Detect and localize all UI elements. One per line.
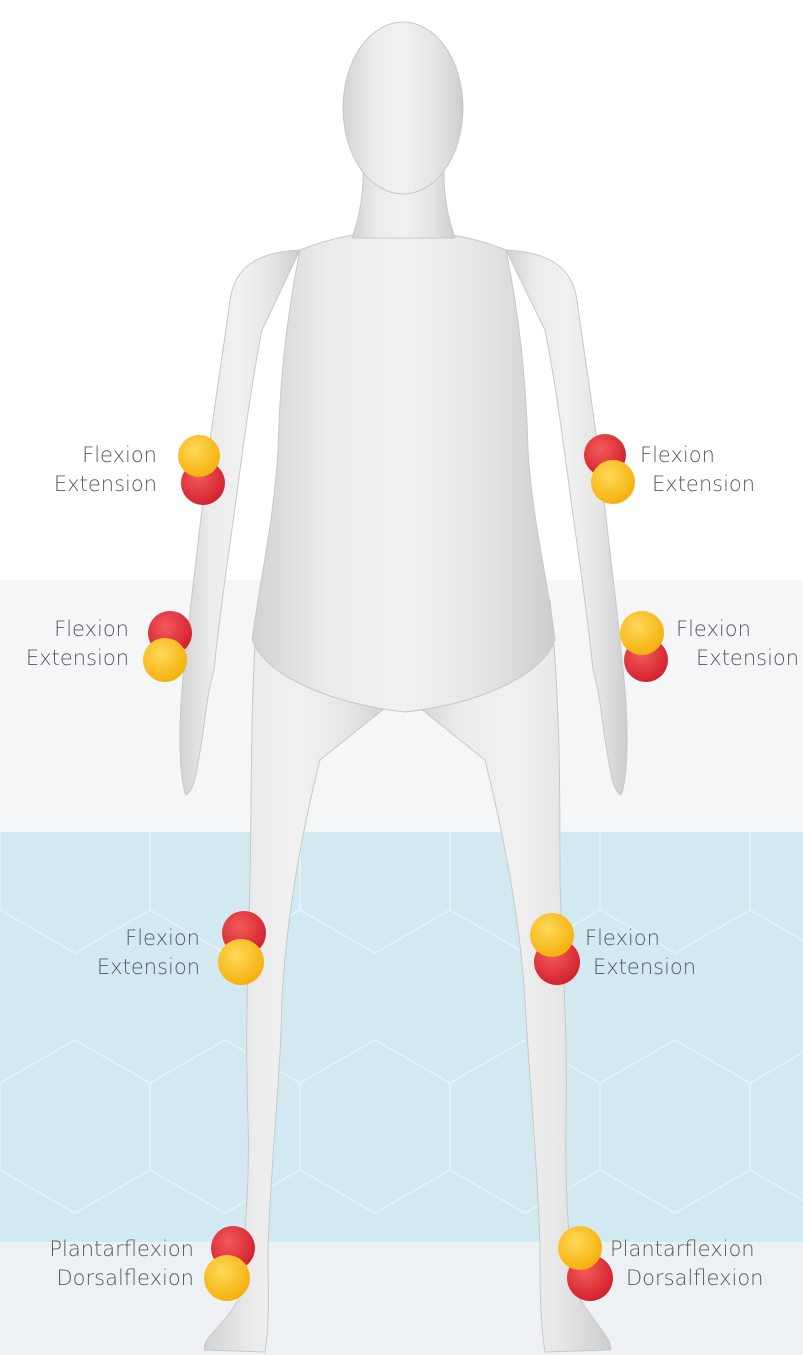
wrist-left-line1: Flexion	[26, 615, 129, 644]
elbow-right-label: Flexion Extension	[640, 441, 755, 499]
ankle-right-line1: Plantarflexion	[610, 1235, 764, 1264]
wrist-left-label: Flexion Extension	[26, 615, 129, 673]
knee-left-label: Flexion Extension	[97, 924, 200, 982]
ankle-left-line1: Plantarflexion	[49, 1235, 194, 1264]
elbow-left-line2: Extension	[54, 470, 157, 499]
elbow-left-line1: Flexion	[54, 441, 157, 470]
wrist-right-label: Flexion Extension	[676, 615, 799, 673]
wrist-right-line2: Extension	[676, 644, 799, 673]
elbow-right-line2: Extension	[640, 470, 755, 499]
head	[343, 22, 463, 194]
knee-right-label: Flexion Extension	[585, 924, 696, 982]
wrist-right-line1: Flexion	[676, 615, 799, 644]
knee-left-line1: Flexion	[97, 924, 200, 953]
knee-right-line2: Extension	[585, 953, 696, 982]
hex-pattern	[0, 832, 803, 1242]
knee-left-markers	[218, 911, 266, 985]
ankle-right-label: Plantarflexion Dorsalflexion	[610, 1235, 764, 1293]
ankle-left-line2: Dorsalflexion	[49, 1264, 194, 1293]
knee-left-line2: Extension	[97, 953, 200, 982]
wrist-right-markers	[620, 611, 668, 682]
wrist-left-line2: Extension	[26, 644, 129, 673]
knee-right-line1: Flexion	[585, 924, 696, 953]
elbow-right-line1: Flexion	[640, 441, 755, 470]
ankle-right-line2: Dorsalflexion	[610, 1264, 764, 1293]
elbow-left-label: Flexion Extension	[54, 441, 157, 499]
torso	[252, 230, 555, 712]
ankle-left-label: Plantarflexion Dorsalflexion	[49, 1235, 194, 1293]
